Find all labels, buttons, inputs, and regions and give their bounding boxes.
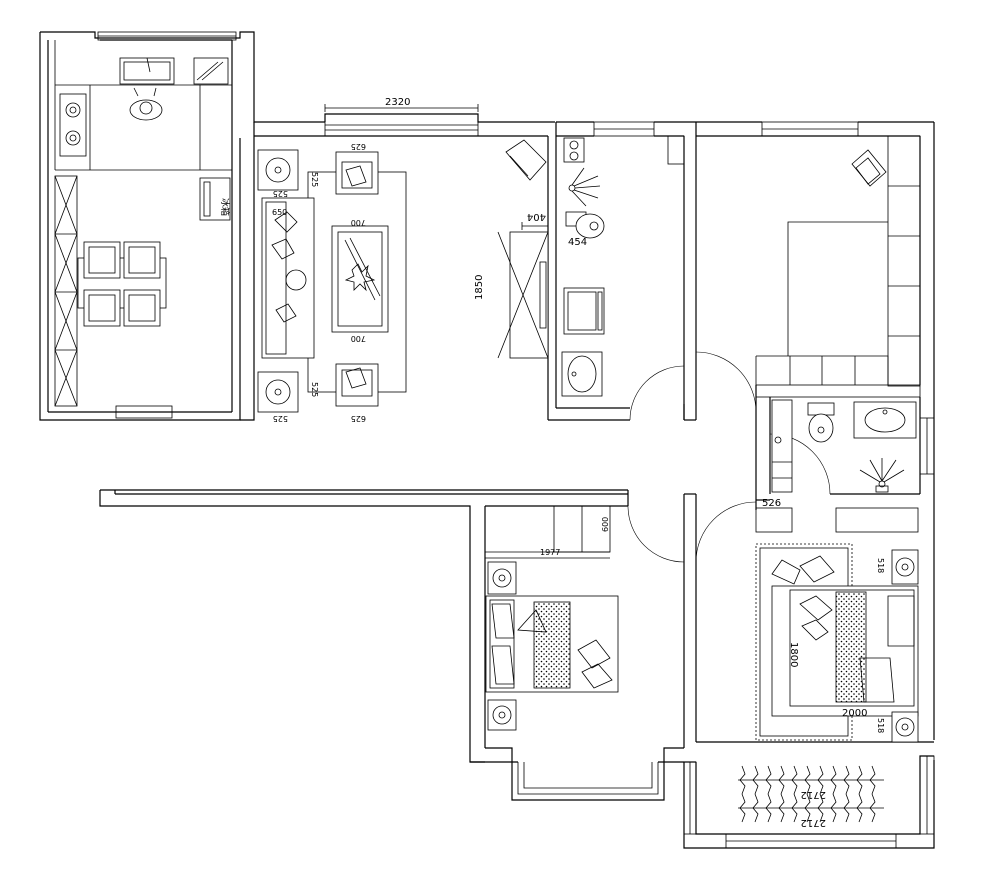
kitchen: 冰箱 [54, 40, 232, 221]
hanger-icon [817, 793, 824, 823]
dimension-master-bed-width: 2000 [842, 708, 867, 719]
hanger-icon [791, 793, 798, 823]
dimension-side-table-top: 525 [273, 189, 288, 198]
hangers-lower-icon [739, 793, 876, 823]
hanger-icon [739, 765, 746, 795]
bath-cabinet-icon [771, 399, 793, 493]
dimension-master-bed-height: 1800 [788, 642, 799, 667]
chair-icon [851, 149, 887, 187]
master-bed-icon [771, 555, 919, 717]
hanger-icon [765, 793, 772, 823]
dimension-living-width: 2320 [385, 97, 410, 108]
bathroom-upper-right [771, 399, 917, 493]
hanger-icon [752, 765, 759, 795]
dimension-nightstand-bottom: 518 [876, 718, 885, 733]
hanger-icon [869, 793, 876, 823]
dimension-coffee-table-bottom: 700 [351, 334, 366, 343]
dining-area [54, 175, 167, 407]
hanger-icon [778, 793, 785, 823]
doors [627, 351, 831, 563]
hanger-icon [739, 793, 746, 823]
dimension-side-table-bottom: 525 [273, 414, 288, 423]
hanger-icon [830, 765, 837, 795]
stove-icon [59, 93, 87, 157]
bath-sink-icon [561, 351, 603, 397]
hanger-icon [869, 765, 876, 795]
hangers-upper-icon [739, 765, 876, 795]
dimension-coffee-table-top: 700 [351, 218, 366, 227]
fridge-icon: 冰箱 [199, 177, 231, 221]
hanger-icon [843, 765, 850, 795]
hanger-icon [765, 765, 772, 795]
bedroom2-nightstand-bottom-icon [487, 699, 517, 731]
dimension-toilet: 454 [568, 237, 587, 248]
person-icon [129, 87, 163, 121]
hanger-icon [830, 793, 837, 823]
side-table-top-icon [257, 149, 299, 191]
bedroom-upper-right [755, 135, 921, 387]
dimension-armchair-bottom-1: 525 [310, 382, 319, 397]
tv-cabinet-icon [497, 222, 549, 359]
dimension-tv-depth: 404 [527, 211, 546, 222]
walls [39, 31, 935, 849]
nightstand-bottom-icon [891, 711, 919, 743]
balcony-closet: 2712 2712 [738, 765, 884, 828]
dimension-nightstand-top: 518 [876, 558, 885, 573]
washing-machine-icon [563, 287, 605, 335]
living-room: 2320 650 525 525 [257, 97, 549, 423]
master-bedroom: 526 1800 2000 518 5 [755, 498, 919, 743]
dimension-tv-length: 1850 [474, 275, 485, 300]
plant-icon [505, 139, 547, 181]
dimension-armchair-top-1: 625 [351, 142, 366, 151]
hanger-icon [752, 793, 759, 823]
sofa-icon [261, 197, 315, 359]
toilet-2-icon [807, 402, 835, 443]
hanger-icon [804, 793, 811, 823]
side-table-bottom-icon [257, 371, 299, 413]
dimension-sofa: 650 [272, 208, 287, 217]
hanger-icon [856, 765, 863, 795]
dimension-laundry: 526 [762, 498, 781, 509]
bedroom2-nightstand-top-icon [487, 561, 517, 595]
kitchen-sink-icon [119, 57, 229, 85]
dimension-bedroom2-desk-width: 1977 [540, 548, 560, 557]
bedroom-2: 1977 600 [485, 505, 619, 731]
dimension-balcony-lower: 2712 [801, 817, 826, 828]
nightstand-top-icon [891, 549, 919, 585]
dimension-bedroom2-desk-depth: 600 [601, 517, 610, 532]
dimension-armchair-bottom-2: 625 [351, 414, 366, 423]
dimension-armchair-top-2: 525 [310, 172, 319, 187]
hanger-icon [817, 765, 824, 795]
bedroom2-bed-icon [485, 595, 619, 693]
bathroom-main: 454 [561, 137, 605, 397]
hanger-icon [791, 765, 798, 795]
armchair-bottom-icon [335, 363, 379, 407]
dimension-balcony-upper: 2712 [801, 789, 826, 800]
hanger-icon [856, 793, 863, 823]
fridge-label: 冰箱 [219, 198, 231, 216]
dining-table-icon [77, 241, 167, 327]
shower-icon [568, 167, 601, 207]
hanger-icon [804, 765, 811, 795]
sink-2-icon [853, 401, 917, 439]
toilet-icon [565, 211, 605, 239]
bath-fixtures-top [563, 137, 585, 163]
hanger-icon [843, 793, 850, 823]
hanger-icon [778, 765, 785, 795]
coffee-table-icon [331, 225, 389, 333]
armchair-top-icon [335, 151, 379, 195]
shower-2-icon [859, 458, 905, 493]
